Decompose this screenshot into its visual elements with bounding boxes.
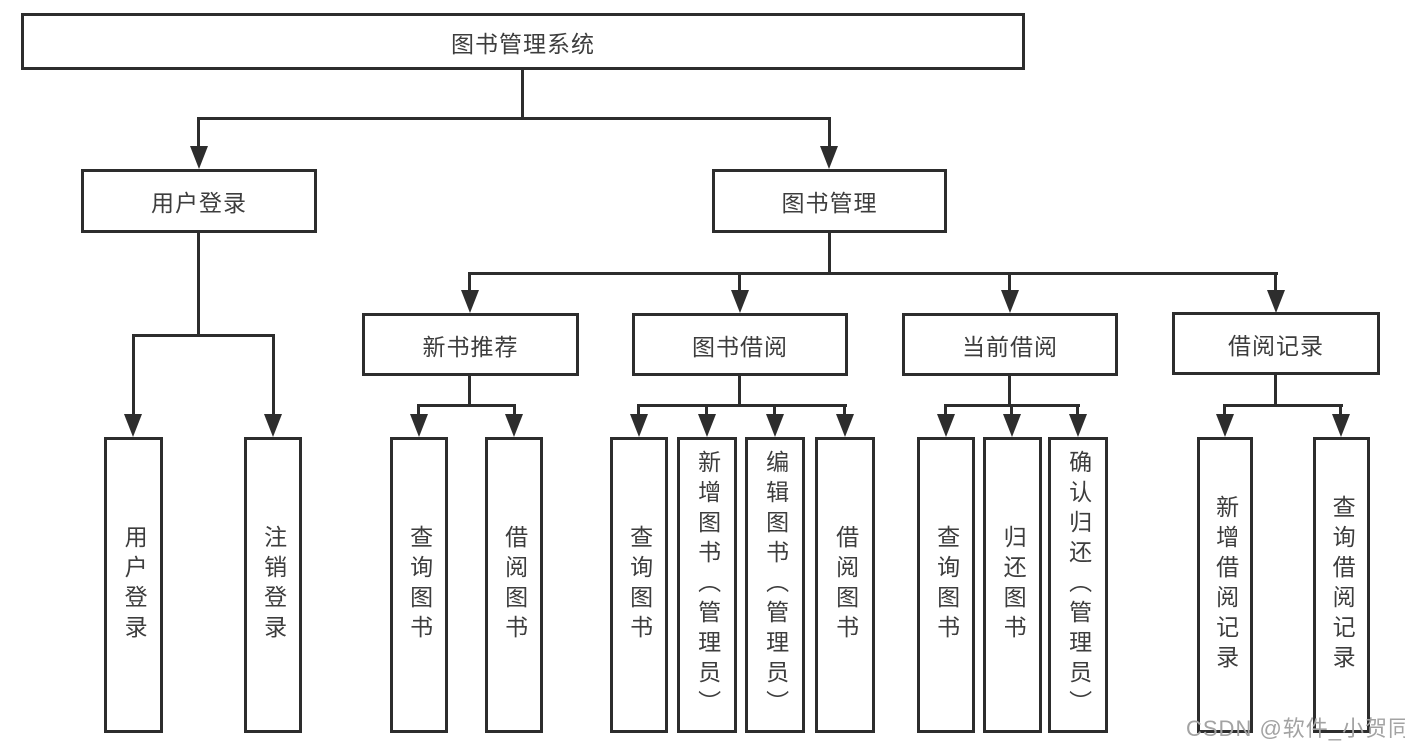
connector-line xyxy=(513,404,516,416)
leaf-label: 查询图书 xyxy=(406,525,433,645)
connector-line xyxy=(468,376,471,407)
leaf-add-books-admin: 新增图书（管理员） xyxy=(677,437,737,733)
connector-line xyxy=(417,404,516,407)
arrow-down-icon xyxy=(1332,414,1350,437)
node-book-borrow: 图书借阅 xyxy=(632,313,848,376)
leaf-label: 查询图书 xyxy=(626,525,653,645)
arrow-down-icon xyxy=(1069,414,1087,437)
arrow-down-icon xyxy=(1003,414,1021,437)
arrow-down-icon xyxy=(766,414,784,437)
leaf-label: 查询图书 xyxy=(933,525,960,645)
connector-line xyxy=(738,272,741,292)
arrow-down-icon xyxy=(1216,414,1234,437)
leaf-edit-books-admin: 编辑图书（管理员） xyxy=(745,437,805,733)
connector-line xyxy=(637,404,640,416)
connector-line xyxy=(828,233,831,275)
connector-line xyxy=(521,70,524,119)
arrow-down-icon xyxy=(505,414,523,437)
connector-line xyxy=(132,334,135,417)
leaf-query-books-recommend: 查询图书 xyxy=(390,437,448,733)
leaf-label: 借阅图书 xyxy=(832,525,859,645)
connector-line xyxy=(1076,404,1079,416)
connector-line xyxy=(468,272,1278,275)
arrow-down-icon xyxy=(1267,290,1285,313)
node-current-borrow: 当前借阅 xyxy=(902,313,1118,376)
arrow-down-icon xyxy=(1001,290,1019,313)
connector-line xyxy=(843,404,846,416)
connector-line xyxy=(1339,404,1342,416)
leaf-label: 新增借阅记录 xyxy=(1212,495,1239,675)
arrow-down-icon xyxy=(836,414,854,437)
connector-line xyxy=(738,376,741,407)
connector-line xyxy=(197,233,200,337)
leaf-label: 新增图书（管理员） xyxy=(694,450,721,720)
leaf-label: 确认归还（管理员） xyxy=(1065,450,1092,720)
leaf-user-login: 用户登录 xyxy=(104,437,163,733)
leaf-label: 注销登录 xyxy=(260,525,287,645)
leaf-confirm-return-admin: 确认归还（管理员） xyxy=(1048,437,1108,733)
connector-line xyxy=(1274,375,1277,407)
leaf-label: 归还图书 xyxy=(1000,525,1027,645)
node-new-book-recommend: 新书推荐 xyxy=(362,313,579,376)
node-borrow-records: 借阅记录 xyxy=(1172,312,1380,375)
leaf-borrow-books: 借阅图书 xyxy=(815,437,875,733)
leaf-logout-login: 注销登录 xyxy=(244,437,302,733)
leaf-borrow-books-recommend: 借阅图书 xyxy=(485,437,543,733)
connector-line xyxy=(944,404,947,416)
connector-line xyxy=(1008,376,1011,407)
leaf-label: 用户登录 xyxy=(121,525,148,645)
connector-line xyxy=(828,117,831,149)
arrow-down-icon xyxy=(264,414,282,437)
arrow-down-icon xyxy=(410,414,428,437)
connector-line xyxy=(197,117,200,149)
connector-line xyxy=(132,334,275,337)
leaf-label: 编辑图书（管理员） xyxy=(762,450,789,720)
arrow-down-icon xyxy=(124,414,142,437)
node-root: 图书管理系统 xyxy=(21,13,1025,70)
leaf-label: 查询借阅记录 xyxy=(1329,495,1356,675)
leaf-label: 借阅图书 xyxy=(501,525,528,645)
arrow-down-icon xyxy=(698,414,716,437)
connector-line xyxy=(1223,404,1343,407)
leaf-return-books: 归还图书 xyxy=(983,437,1042,733)
leaf-query-borrow-record: 查询借阅记录 xyxy=(1313,437,1370,733)
arrow-down-icon xyxy=(630,414,648,437)
connector-line xyxy=(1008,272,1011,292)
connector-line xyxy=(637,404,847,407)
arrow-down-icon xyxy=(937,414,955,437)
leaf-query-books-borrow: 查询图书 xyxy=(610,437,668,733)
leaf-add-borrow-record: 新增借阅记录 xyxy=(1197,437,1253,733)
leaf-query-books-current: 查询图书 xyxy=(917,437,975,733)
connector-line xyxy=(773,404,776,416)
node-book-management: 图书管理 xyxy=(712,169,947,233)
arrow-down-icon xyxy=(731,290,749,313)
connector-line xyxy=(705,404,708,416)
connector-line xyxy=(1010,404,1013,416)
node-user-login: 用户登录 xyxy=(81,169,317,233)
connector-line xyxy=(272,334,275,417)
arrow-down-icon xyxy=(820,146,838,169)
connector-line xyxy=(468,272,471,292)
connector-line xyxy=(1223,404,1226,416)
connector-line xyxy=(417,404,420,416)
arrow-down-icon xyxy=(461,290,479,313)
connector-line xyxy=(197,117,831,120)
connector-line xyxy=(1274,272,1277,292)
arrow-down-icon xyxy=(190,146,208,169)
csdn-watermark: CSDN @软件_小贺同学 xyxy=(1186,716,1405,741)
